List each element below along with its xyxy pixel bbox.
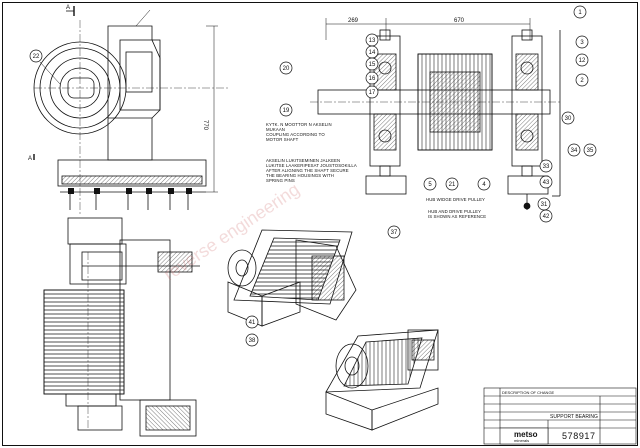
balloon-15 xyxy=(365,57,379,71)
balloon-label-15: 15 xyxy=(369,62,376,68)
balloon-label-31: 31 xyxy=(541,202,548,208)
balloon-label-16: 16 xyxy=(369,76,376,82)
note-shaft-locking: AKSELIN LUKITSEMINEN JALKEEN LUKITSE LAA… xyxy=(266,158,357,183)
balloon-12 xyxy=(575,53,589,67)
company-logo-text: metso xyxy=(514,430,538,439)
balloon-label-17: 17 xyxy=(369,90,376,96)
balloon-41 xyxy=(245,315,259,329)
balloon-4 xyxy=(477,177,491,191)
balloon-5 xyxy=(423,177,437,191)
balloon-37 xyxy=(387,225,401,239)
balloon-label-30: 30 xyxy=(565,116,572,122)
balloon-33 xyxy=(539,159,553,173)
balloon-label-35: 35 xyxy=(587,148,594,154)
balloon-label-43: 43 xyxy=(543,180,550,186)
balloon-label-2: 2 xyxy=(580,78,584,84)
balloon-43 xyxy=(539,175,553,189)
balloon-label-34: 34 xyxy=(571,148,578,154)
balloon-2 xyxy=(575,73,589,87)
note-hub: HUB WIDGE DRIVE PULLEY xyxy=(426,197,486,202)
balloon-42 xyxy=(539,209,553,223)
drawing-number: 578917 xyxy=(562,431,596,441)
isometric-view-lower xyxy=(325,329,439,431)
balloon-label-1: 1 xyxy=(578,10,582,16)
dimension-269: 269 xyxy=(348,18,359,24)
balloon-label-13: 13 xyxy=(369,38,376,44)
balloon-label-21: 21 xyxy=(449,182,456,188)
dimension-770: 770 xyxy=(202,120,208,131)
balloon-label-20: 20 xyxy=(283,66,290,72)
balloon-label-14: 14 xyxy=(369,50,376,56)
balloon-label-3: 3 xyxy=(580,40,584,46)
balloon-20 xyxy=(279,61,293,75)
balloon-3 xyxy=(575,35,589,49)
balloon-label-42: 42 xyxy=(543,214,550,220)
note-motor-shaft: KYTK. N MOOTTOR N AKSELIN MUKAAN COUPLIN… xyxy=(266,122,332,142)
balloon-21 xyxy=(445,177,459,191)
dimension-670: 670 xyxy=(454,18,465,24)
company-sub-text: minerals xyxy=(514,438,530,443)
balloon-17 xyxy=(365,85,379,99)
balloon-label-19: 19 xyxy=(283,108,290,114)
balloon-label-4: 4 xyxy=(482,182,486,188)
section-label-a: A xyxy=(66,5,70,11)
section-label-a-bottom: A xyxy=(28,156,32,162)
balloon-22 xyxy=(29,49,43,63)
title-block-description-header: DESCRIPTION OF CHANGE xyxy=(502,390,555,395)
balloon-label-33: 33 xyxy=(543,164,550,170)
balloon-label-41: 41 xyxy=(249,320,256,326)
balloon-38 xyxy=(245,333,259,347)
balloon-label-12: 12 xyxy=(579,58,586,64)
balloon-label-22: 22 xyxy=(33,54,40,60)
balloon-1 xyxy=(573,5,587,19)
balloon-label-38: 38 xyxy=(249,338,256,344)
title-block-title: SUPPORT BEARING xyxy=(550,414,598,420)
balloon-30 xyxy=(561,111,575,125)
balloon-34 xyxy=(567,143,581,157)
balloon-35 xyxy=(583,143,597,157)
note-reference: HUB AND DRIVE PULLEY IS SHOWN AS REFEREN… xyxy=(428,209,487,219)
top-view xyxy=(43,217,200,437)
balloon-label-5: 5 xyxy=(428,182,432,188)
balloon-19 xyxy=(279,103,293,117)
balloon-16 xyxy=(365,71,379,85)
balloon-label-37: 37 xyxy=(391,230,398,236)
side-view: A A xyxy=(28,5,230,215)
cross-section-view: 269 670 xyxy=(310,18,561,210)
title-block xyxy=(483,387,637,445)
isometric-view-upper xyxy=(227,229,357,327)
